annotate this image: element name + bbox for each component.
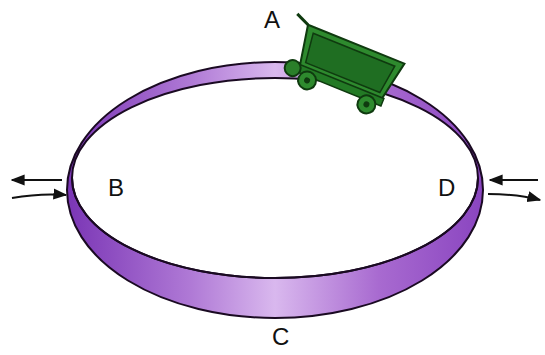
band-edge <box>72 178 478 278</box>
point-label: D <box>438 176 455 200</box>
point-label: A <box>264 8 280 32</box>
motion-arrows <box>12 180 540 200</box>
track-band <box>67 62 483 318</box>
point-label: C <box>272 325 289 349</box>
point-label: B <box>108 176 124 200</box>
wagon <box>272 14 407 120</box>
